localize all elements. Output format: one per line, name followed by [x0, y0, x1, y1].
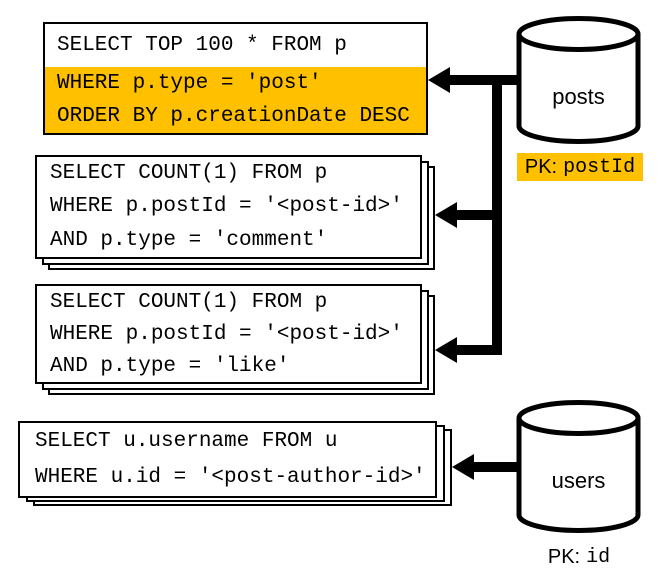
users-pk-badge: PK: id	[516, 544, 642, 571]
posts-pk-badge: PK: postId	[517, 153, 643, 181]
code-line: AND p.type = 'comment'	[37, 224, 420, 257]
code-line: SELECT COUNT(1) FROM p	[37, 157, 420, 190]
arrow-trunk-posts	[492, 75, 502, 355]
users-db-cylinder-icon	[516, 400, 641, 533]
arrow-posts-to-like-query-icon	[435, 337, 502, 363]
pk-field: id	[586, 546, 611, 569]
code-text: ORDER BY p.creationDate DESC	[57, 105, 410, 128]
code-line: SELECT TOP 100 * FROM p	[45, 24, 426, 67]
code-text: WHERE p.postId = '<post-id>'	[50, 322, 403, 346]
code-line: SELECT COUNT(1) FROM p	[37, 286, 420, 318]
code-text: SELECT TOP 100 * FROM p	[57, 34, 347, 57]
users-db-label: users	[551, 468, 606, 493]
query-box-like-count: SELECT COUNT(1) FROM p WHERE p.postId = …	[35, 284, 435, 395]
code-line-highlighted: WHERE p.type = 'post'	[45, 67, 426, 100]
arrow-posts-to-comment-query-icon	[435, 202, 502, 228]
code-text: AND p.type = 'comment'	[50, 228, 328, 252]
code-text: WHERE p.type = 'post'	[57, 72, 322, 95]
code-text: AND p.type = 'like'	[50, 354, 290, 378]
code-text: SELECT COUNT(1) FROM p	[50, 290, 328, 314]
arrow-users-to-username-query-icon	[452, 454, 517, 480]
code-text: SELECT COUNT(1) FROM p	[50, 162, 328, 186]
posts-db-label: posts	[552, 84, 605, 109]
code-text: WHERE u.id = '<post-author-id>'	[35, 466, 426, 490]
code-line: WHERE p.postId = '<post-id>'	[37, 318, 420, 350]
query-box-comment-count: SELECT COUNT(1) FROM p WHERE p.postId = …	[35, 155, 435, 270]
posts-db-cylinder-icon	[516, 16, 641, 144]
code-line: WHERE p.postId = '<post-id>'	[37, 190, 420, 223]
code-text: WHERE p.postId = '<post-id>'	[50, 195, 403, 219]
arrow-posts-to-top-query-icon	[428, 67, 517, 93]
code-line: AND p.type = 'like'	[37, 350, 420, 382]
code-line-highlighted: ORDER BY p.creationDate DESC	[45, 100, 426, 133]
code-line: SELECT u.username FROM u	[20, 423, 435, 460]
pk-field: postId	[563, 155, 636, 179]
code-line: WHERE u.id = '<post-author-id>'	[20, 460, 435, 497]
pk-label: PK:	[524, 155, 558, 178]
code-text: SELECT u.username FROM u	[35, 429, 338, 453]
pk-label: PK:	[547, 546, 581, 568]
query-box-author-username: SELECT u.username FROM u WHERE u.id = '<…	[18, 421, 452, 506]
query-box-top-posts: SELECT TOP 100 * FROM p WHERE p.type = '…	[43, 22, 428, 135]
